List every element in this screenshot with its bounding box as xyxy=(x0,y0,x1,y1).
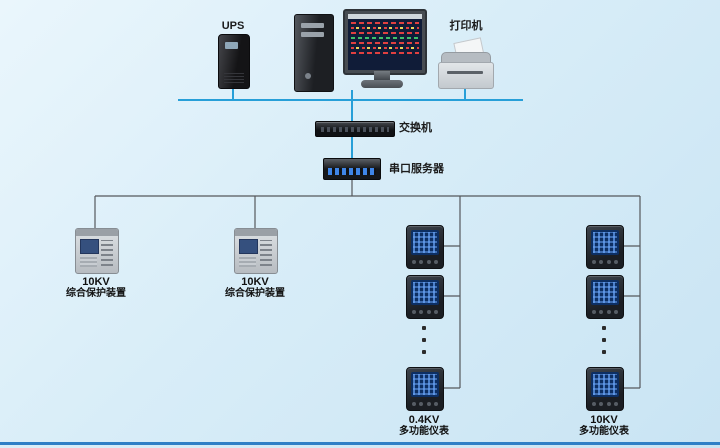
bottom-rule xyxy=(0,442,720,445)
ellipsis-dots xyxy=(422,326,426,354)
relay-keys xyxy=(101,240,113,266)
serial-port-server xyxy=(323,158,381,180)
serial-server-label: 串口服务器 xyxy=(389,163,444,175)
ups-label: UPS xyxy=(221,20,245,32)
protection-b-label: 10KV 综合保护装置 xyxy=(225,276,285,299)
drive-bay xyxy=(301,23,324,28)
protection-relay xyxy=(75,228,119,274)
pc-tower xyxy=(294,14,334,92)
power-meter xyxy=(406,275,444,319)
power-meter xyxy=(586,225,624,269)
relay-screen xyxy=(80,239,99,254)
screen-toolbar xyxy=(348,14,422,19)
switch-label: 交换机 xyxy=(399,122,432,134)
power-meter xyxy=(586,367,624,411)
monitor-base xyxy=(361,80,403,88)
power-meter xyxy=(406,225,444,269)
protection-relay xyxy=(234,228,278,274)
printer-device xyxy=(438,37,494,89)
scada-screen xyxy=(348,14,422,70)
relay-keys xyxy=(260,240,272,266)
meters-a-label: 0.4KV 多功能仪表 xyxy=(399,414,449,437)
printer-label: 打印机 xyxy=(449,20,483,32)
ellipsis-dots xyxy=(602,326,606,354)
monitor xyxy=(343,9,427,75)
printer-output-slot xyxy=(447,71,483,74)
power-meter xyxy=(586,275,624,319)
monitor-stand xyxy=(374,71,390,80)
ups-vent-grille xyxy=(224,71,244,83)
serial-ports xyxy=(328,168,376,175)
printer-body xyxy=(438,62,494,89)
power-button-detail xyxy=(305,73,311,79)
meters-b-label: 10KV 多功能仪表 xyxy=(579,414,629,437)
relay-screen xyxy=(239,239,258,254)
switch-ports xyxy=(321,127,389,132)
drive-bay xyxy=(301,32,324,37)
power-meter xyxy=(406,367,444,411)
ups-device xyxy=(218,34,250,89)
protection-a-label: 10KV 综合保护装置 xyxy=(66,276,126,299)
ethernet-switch xyxy=(315,121,395,137)
ups-display xyxy=(225,42,238,49)
